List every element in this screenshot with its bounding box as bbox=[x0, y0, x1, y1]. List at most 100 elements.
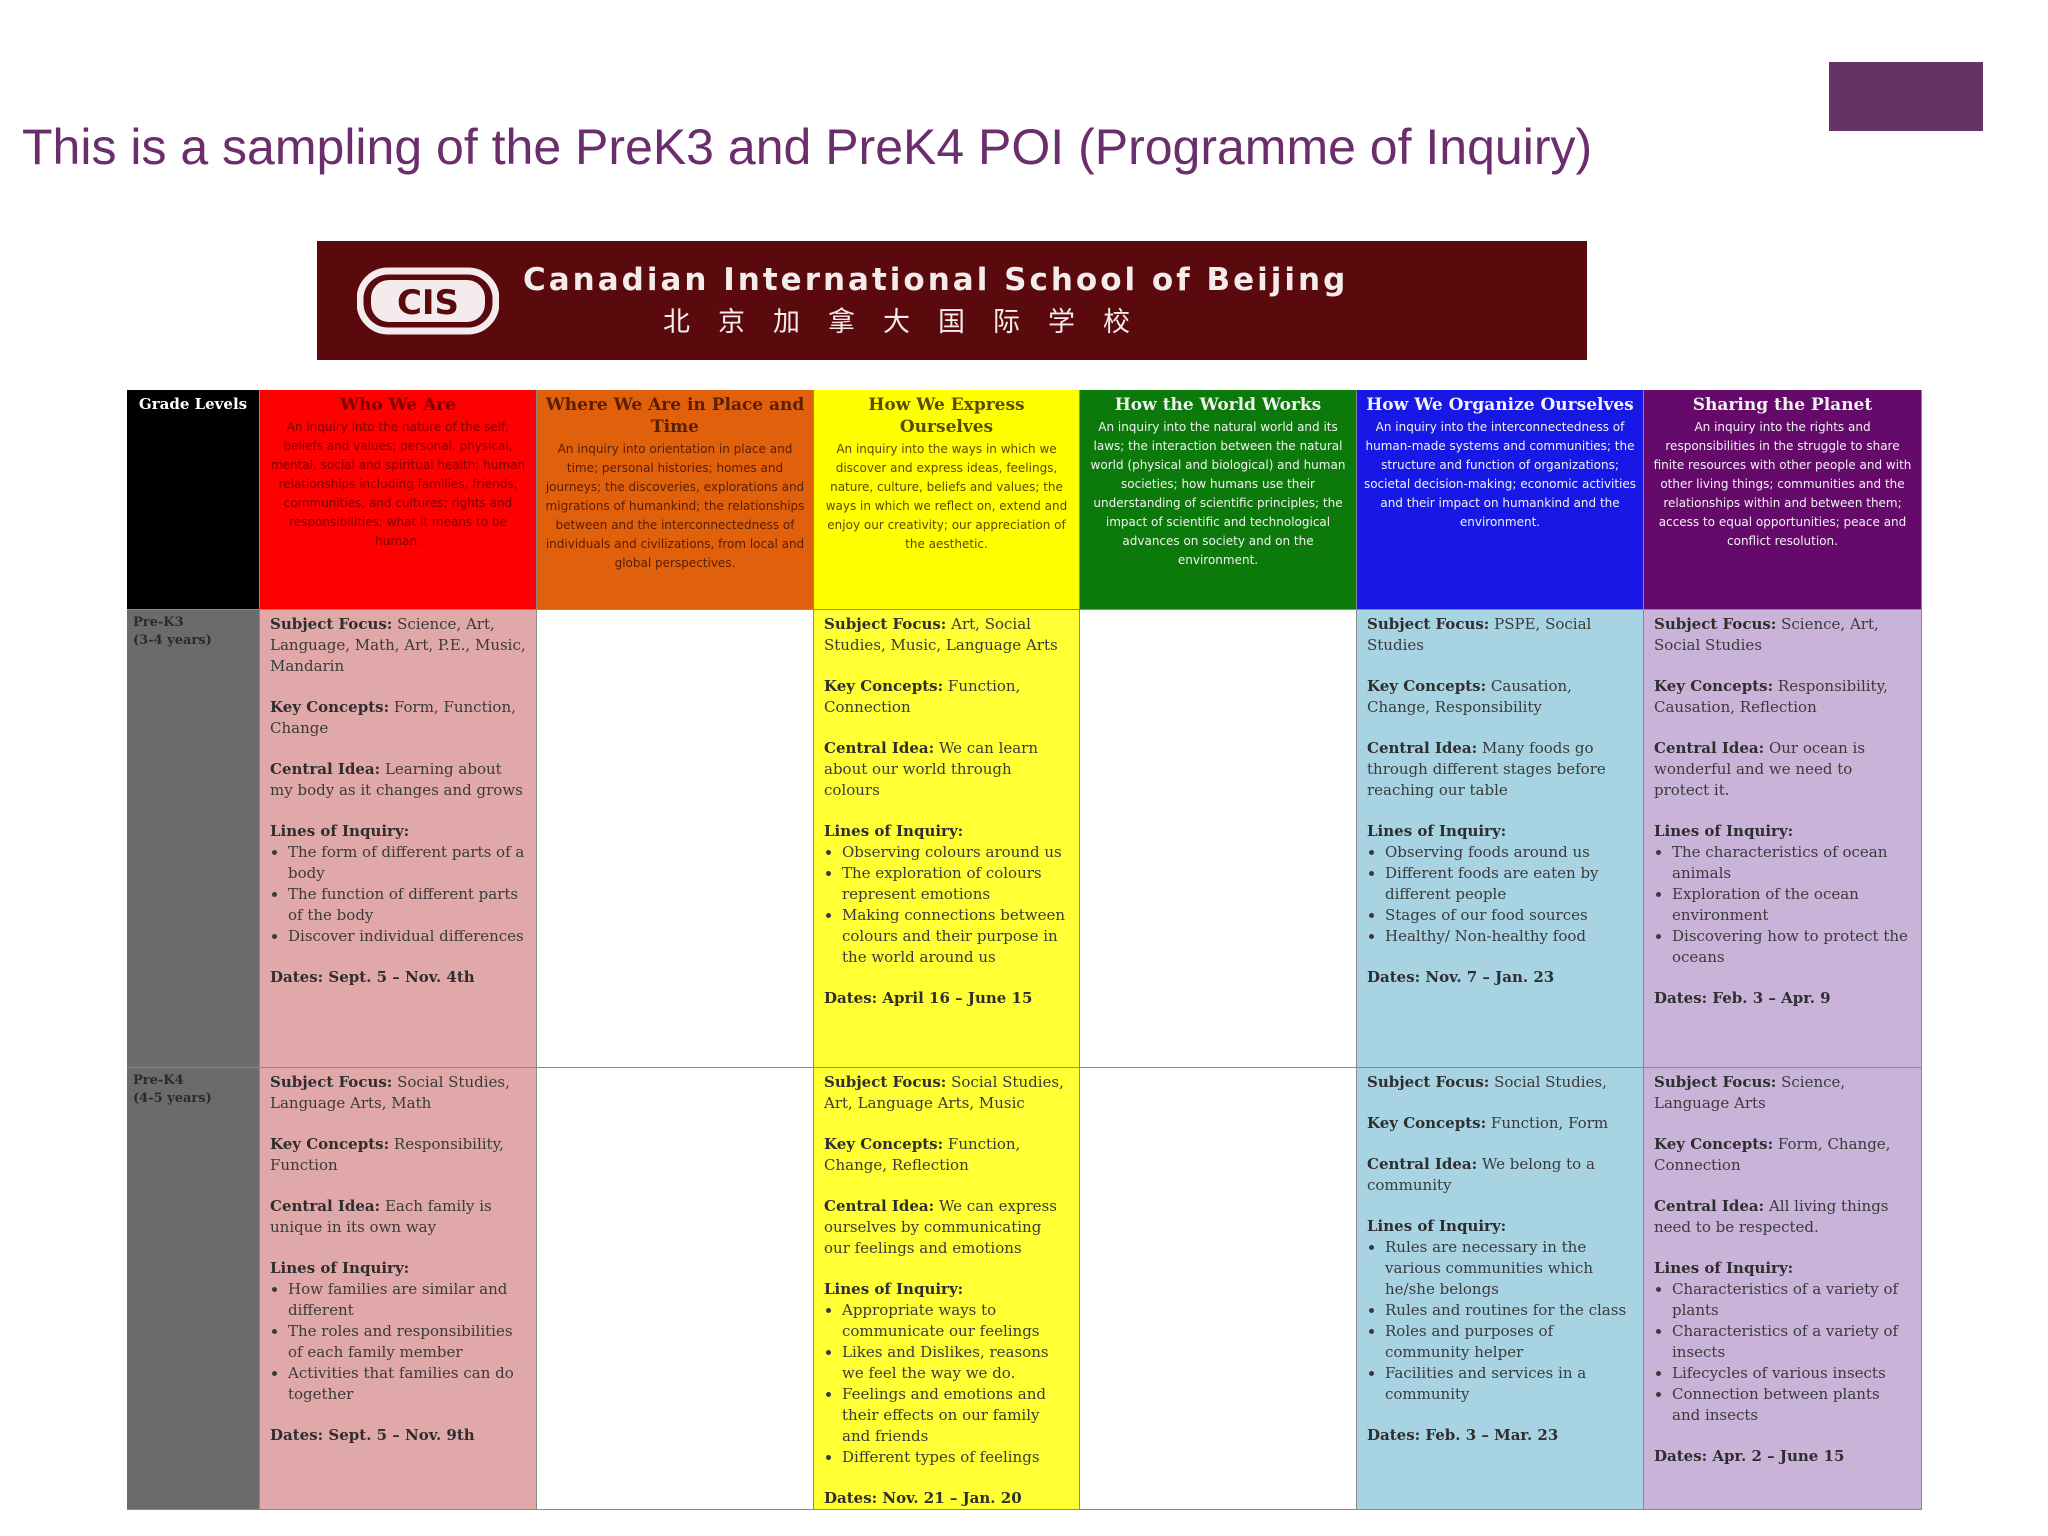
unit-idea: Central Idea: Many foods go through diff… bbox=[1367, 738, 1633, 801]
theme-description: An inquiry into the rights and responsib… bbox=[1653, 420, 1912, 548]
unit-lines-of-inquiry: Lines of Inquiry: The characteristics of … bbox=[1654, 821, 1911, 968]
unit-cell-how-world-works bbox=[1080, 1068, 1357, 1510]
unit-idea: Central Idea: All living things need to … bbox=[1654, 1196, 1911, 1238]
theme-description: An inquiry into the interconnectedness o… bbox=[1363, 420, 1637, 529]
unit-subject: Subject Focus: PSPE, Social Studies bbox=[1367, 614, 1633, 656]
unit-subject-label: Subject Focus: bbox=[824, 615, 947, 633]
line-of-inquiry: Rules are necessary in the various commu… bbox=[1385, 1237, 1633, 1300]
unit-lines-of-inquiry: Lines of Inquiry:Rules are necessary in … bbox=[1367, 1216, 1633, 1405]
unit-concepts-value: Form, Function, Change bbox=[270, 698, 516, 737]
unit-idea: Central Idea: Our ocean is wonderful and… bbox=[1654, 738, 1911, 801]
school-banner: CIS Canadian International School of Bei… bbox=[317, 241, 1587, 360]
grade-name: Pre-K3 bbox=[133, 615, 184, 630]
unit-concepts: Key Concepts: Form, Change, Connection bbox=[1654, 1134, 1911, 1176]
theme-header-how-world-works: How the World Works An inquiry into the n… bbox=[1080, 390, 1357, 610]
unit-concepts: Key Concepts: Form, Function, Change bbox=[270, 697, 526, 739]
unit-cell-how-we-organize: Subject Focus: Social Studies, Key Concep… bbox=[1357, 1068, 1644, 1510]
theme-description: An inquiry into the natural world and it… bbox=[1090, 420, 1346, 567]
accent-box bbox=[1829, 62, 1983, 131]
unit-cell-how-world-works bbox=[1080, 610, 1357, 1068]
unit-idea: Central Idea: Each family is unique in i… bbox=[270, 1196, 526, 1238]
unit-concepts-label: Key Concepts: bbox=[1367, 1114, 1487, 1132]
grade-name: Pre-K4 bbox=[133, 1073, 184, 1088]
logo-text: CIS bbox=[397, 283, 459, 323]
unit-idea-label: Central Idea: bbox=[824, 1197, 935, 1215]
unit-cell-sharing-planet: Subject Focus: Science, Art, Social Stud… bbox=[1644, 610, 1922, 1068]
unit-lines-label: Lines of Inquiry: bbox=[270, 1259, 410, 1277]
unit-idea: Central Idea: We belong to a community bbox=[1367, 1154, 1633, 1196]
line-of-inquiry: Rules and routines for the class bbox=[1385, 1300, 1633, 1321]
lines-list: The characteristics of ocean animalsExpl… bbox=[1654, 842, 1911, 968]
cis-logo: CIS bbox=[357, 266, 499, 336]
unit-lines-label: Lines of Inquiry: bbox=[824, 822, 964, 840]
line-of-inquiry: Healthy/ Non-healthy food bbox=[1385, 926, 1633, 947]
unit-concepts-label: Key Concepts: bbox=[824, 677, 944, 695]
grade-level-cell: Pre-K3 (3-4 years) bbox=[127, 610, 260, 1068]
unit-cell-where-we-are bbox=[537, 1068, 814, 1510]
lines-list: Rules are necessary in the various commu… bbox=[1367, 1237, 1633, 1405]
theme-description: An inquiry into the nature of the self; … bbox=[270, 420, 526, 548]
unit-lines-label: Lines of Inquiry: bbox=[270, 822, 410, 840]
unit-subject: Subject Focus: Science, Art, Language, M… bbox=[270, 614, 526, 677]
unit-concepts-value: Form, Change, Connection bbox=[1654, 1135, 1891, 1174]
unit-concepts-value: Responsibility, Function bbox=[270, 1135, 504, 1174]
theme-title: How the World Works bbox=[1114, 395, 1322, 415]
lines-list: The form of different parts of a bodyThe… bbox=[270, 842, 526, 947]
line-of-inquiry: Observing colours around us bbox=[842, 842, 1069, 863]
unit-subject: Subject Focus: Social Studies, Language … bbox=[270, 1072, 526, 1114]
unit-subject: Subject Focus: Social Studies, bbox=[1367, 1072, 1633, 1093]
unit-subject-value: Art, Social Studies, Music, Language Art… bbox=[824, 615, 1058, 654]
unit-subject: Subject Focus: Art, Social Studies, Musi… bbox=[824, 614, 1069, 656]
unit-concepts-label: Key Concepts: bbox=[270, 1135, 390, 1153]
line-of-inquiry: Exploration of the ocean environment bbox=[1672, 884, 1911, 926]
unit-concepts-value: Function, Connection bbox=[824, 677, 1021, 716]
unit-subject-value: Science, Language Arts bbox=[1654, 1073, 1846, 1112]
unit-lines-label: Lines of Inquiry: bbox=[1654, 822, 1794, 840]
unit-dates: Dates: Nov. 21 – Jan. 20 bbox=[824, 1489, 1022, 1507]
unit-dates: Dates: Feb. 3 – Apr. 9 bbox=[1654, 989, 1831, 1007]
unit-idea-label: Central Idea: bbox=[1367, 739, 1478, 757]
unit-idea-value: We can learn about our world through col… bbox=[824, 739, 1039, 799]
unit-subject-value: PSPE, Social Studies bbox=[1367, 615, 1592, 654]
grade-level-cell: Pre-K4 (4-5 years) bbox=[127, 1068, 260, 1510]
unit-concepts: Key Concepts: Causation, Change, Respons… bbox=[1367, 676, 1633, 718]
lines-list: How families are similar and differentTh… bbox=[270, 1279, 526, 1405]
line-of-inquiry: Discovering how to protect the oceans bbox=[1672, 926, 1911, 968]
line-of-inquiry: Activities that families can do together bbox=[288, 1363, 526, 1405]
line-of-inquiry: Characteristics of a variety of plants bbox=[1672, 1279, 1911, 1321]
unit-concepts-label: Key Concepts: bbox=[824, 1135, 944, 1153]
unit-lines-of-inquiry: Lines of Inquiry:Appropriate ways to com… bbox=[824, 1279, 1069, 1468]
unit-subject-label: Subject Focus: bbox=[270, 1073, 393, 1091]
line-of-inquiry: The function of different parts of the b… bbox=[288, 884, 526, 926]
grade-age: (3-4 years) bbox=[133, 633, 212, 648]
theme-description: An inquiry into the ways in which we dis… bbox=[825, 442, 1068, 551]
unit-subject-value: Science, Art, Language, Math, Art, P.E.,… bbox=[270, 615, 526, 675]
slide-title: This is a sampling of the PreK3 and PreK… bbox=[22, 119, 1593, 175]
unit-dates: Dates: Sept. 5 – Nov. 9th bbox=[270, 1426, 475, 1444]
unit-dates: Dates: Apr. 2 – June 15 bbox=[1654, 1447, 1845, 1465]
grade-age: (4-5 years) bbox=[133, 1091, 212, 1106]
theme-title: Who We Are bbox=[339, 395, 457, 415]
unit-idea-label: Central Idea: bbox=[270, 1197, 381, 1215]
unit-idea-value: All living things need to be respected. bbox=[1654, 1197, 1889, 1236]
unit-subject: Subject Focus: Social Studies, Art, Lang… bbox=[824, 1072, 1069, 1114]
theme-description: An inquiry into orientation in place and… bbox=[545, 442, 805, 570]
unit-subject: Subject Focus: Science, Art, Social Stud… bbox=[1654, 614, 1911, 656]
line-of-inquiry: Making connections between colours and t… bbox=[842, 905, 1069, 968]
unit-idea: Central Idea: We can learn about our wor… bbox=[824, 738, 1069, 801]
unit-idea: Central Idea: Learning about my body as … bbox=[270, 759, 526, 801]
unit-subject-label: Subject Focus: bbox=[1654, 1073, 1777, 1091]
unit-subject-value: Social Studies, bbox=[1494, 1073, 1607, 1091]
line-of-inquiry: The characteristics of ocean animals bbox=[1672, 842, 1911, 884]
unit-concepts-label: Key Concepts: bbox=[1654, 677, 1774, 695]
line-of-inquiry: Stages of our food sources bbox=[1385, 905, 1633, 926]
lines-list: Observing foods around usDifferent foods… bbox=[1367, 842, 1633, 947]
line-of-inquiry: Lifecycles of various insects bbox=[1672, 1363, 1911, 1384]
unit-concepts-label: Key Concepts: bbox=[270, 698, 390, 716]
line-of-inquiry: Connection between plants and insects bbox=[1672, 1384, 1911, 1426]
unit-subject-value: Science, Art, Social Studies bbox=[1654, 615, 1879, 654]
unit-idea-label: Central Idea: bbox=[824, 739, 935, 757]
